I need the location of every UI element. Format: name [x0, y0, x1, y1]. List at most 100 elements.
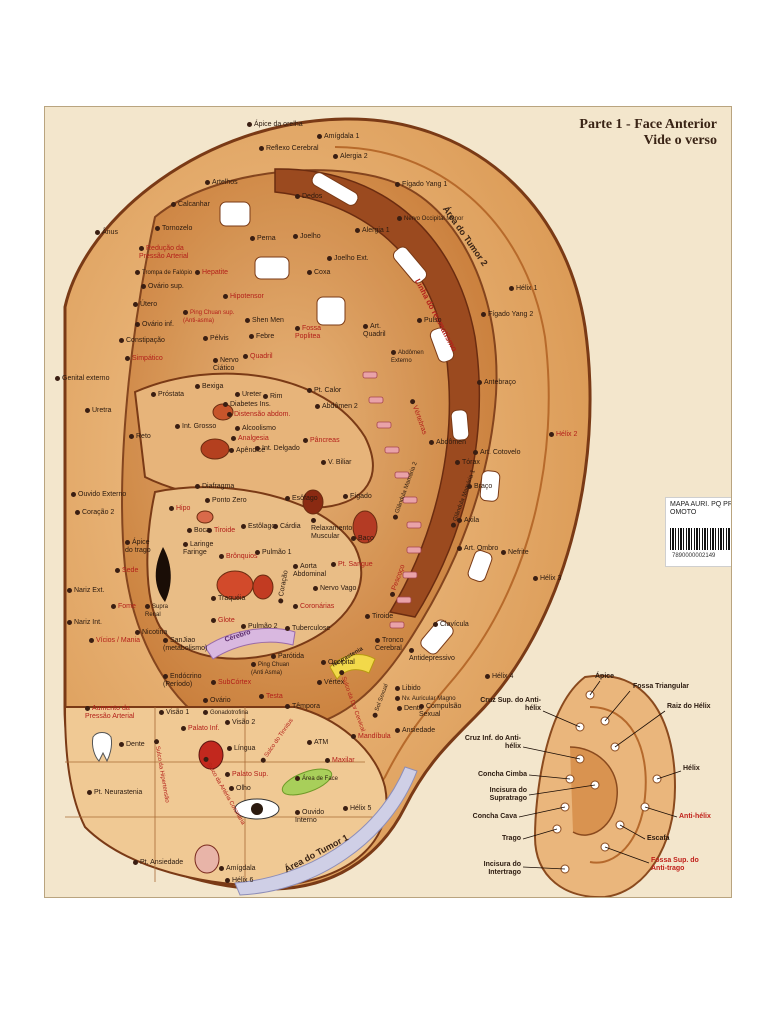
point-label: Tornozelo	[155, 225, 192, 233]
point-label: Hélix 1	[509, 285, 537, 293]
point-label: Sede	[115, 567, 138, 575]
sticker-text: MAPA AURI. PQ PROF EN OMOTO	[670, 501, 732, 516]
point-label: Alergia 2	[333, 153, 368, 161]
acupoint-dot	[263, 393, 268, 399]
acupoint-dot	[129, 433, 134, 439]
point-label: Baço	[351, 535, 374, 543]
acupoint-dot	[229, 447, 234, 453]
point-label: Estôlago	[241, 523, 275, 531]
acupoint-dot	[295, 775, 300, 781]
acupoint-dot	[135, 269, 140, 275]
point-label: Ovário sup.	[141, 283, 184, 291]
acupoint-dot	[295, 325, 300, 331]
acupoint-dot	[205, 497, 210, 503]
acupoint-dot	[135, 629, 140, 635]
acupoint-dot	[307, 387, 312, 393]
point-label: Libido	[395, 685, 421, 693]
acupoint-dot	[223, 401, 228, 407]
anatomy-label: Anti-hélix	[679, 813, 711, 820]
acupoint-dot	[549, 431, 554, 437]
acupoint-dot	[171, 201, 176, 207]
acupoint-dot	[225, 877, 230, 883]
point-label: Ânus	[95, 229, 118, 237]
acupoint-dot	[303, 437, 308, 443]
point-label: Abdômen	[429, 439, 466, 447]
anatomy-label: Incisura do Intertrago	[483, 861, 521, 876]
point-label: Simpático	[125, 355, 163, 363]
acupoint-dot	[125, 539, 130, 545]
acupoint-dot	[481, 311, 486, 317]
point-label: Analgesia	[231, 435, 269, 443]
point-label: Nv. Auricular Magno	[395, 695, 456, 703]
acupoint-dot	[151, 391, 156, 397]
point-label: Fossa Poplitea	[295, 325, 322, 340]
acupoint-dot	[139, 245, 144, 251]
acupoint-dot	[195, 383, 200, 389]
point-label: Pélvis	[203, 335, 229, 343]
acupoint-dot	[155, 225, 160, 231]
point-label: Maxilar	[325, 757, 355, 765]
acupoint-dot	[293, 603, 298, 609]
point-label: Clavícula	[433, 621, 469, 629]
acupoint-dot	[419, 703, 424, 709]
acupoint-dot	[331, 561, 336, 567]
point-label: Abdômen 2	[315, 403, 358, 411]
point-label: Ouvido Interno	[295, 809, 325, 824]
point-label: Ponto Zero	[205, 497, 247, 505]
acupoint-dot	[365, 613, 370, 619]
acupoint-dot	[315, 403, 320, 409]
acupoint-dot	[87, 789, 92, 795]
point-label: Traquéia	[211, 595, 245, 603]
acupoint-dot	[225, 771, 230, 777]
point-label: Antidepressivo	[409, 647, 455, 663]
acupoint-dot	[231, 435, 236, 441]
point-label: Amígdala	[219, 865, 256, 873]
acupoint-dot	[311, 517, 316, 523]
acupoint-dot	[327, 255, 332, 261]
point-label: Relaxamento Muscular	[311, 517, 357, 541]
point-label: SubCórtex	[211, 679, 251, 687]
point-label: Int. Delgado	[255, 445, 300, 453]
acupoint-dot	[285, 495, 290, 501]
point-label: Genital externo	[55, 375, 109, 383]
point-label: Bexiga	[195, 383, 223, 391]
point-label: Pâncreas	[303, 437, 340, 445]
acupoint-dot	[397, 705, 402, 711]
acupoint-dot	[119, 741, 124, 747]
acupoint-dot	[169, 505, 174, 511]
point-label: Ureter	[235, 391, 261, 399]
point-label: Útero	[133, 301, 157, 309]
acupoint-dot	[95, 229, 100, 235]
acupoint-dot	[159, 709, 164, 715]
point-label: Vértex	[317, 679, 344, 687]
anatomy-label: Fossa Triangular	[633, 683, 690, 690]
cerebro-band	[204, 627, 296, 660]
point-label: Pulmão 2	[241, 623, 278, 631]
acupoint-dot	[313, 585, 318, 591]
acupoint-dot	[125, 355, 130, 361]
point-label: Art. Ombro	[457, 545, 498, 553]
acupoint-dot	[119, 337, 124, 343]
point-label: Mandíbula	[351, 733, 391, 741]
point-label: Amígdala 1	[317, 133, 359, 141]
anatomy-label: Hélix	[683, 765, 700, 772]
acupoint-dot	[293, 563, 298, 569]
acupoint-dot	[183, 541, 188, 547]
point-label: Constipação	[119, 337, 165, 345]
point-label: Tronco Cerebral	[375, 637, 404, 652]
vertebrae-chain	[362, 371, 422, 629]
acupoint-dot	[235, 425, 240, 431]
acupoint-dot	[293, 233, 298, 239]
point-label: Glote	[211, 617, 235, 625]
acupoint-dot	[317, 133, 322, 139]
point-label: Int. Grosso	[175, 423, 216, 431]
point-label: Pt. Calor	[307, 387, 341, 395]
acupoint-dot	[375, 637, 380, 643]
point-label: Fígado Yang 1	[395, 181, 447, 189]
point-label: Nefrite	[501, 549, 529, 557]
acupoint-dot	[55, 375, 60, 381]
point-label: Fígado	[343, 493, 372, 501]
acupoint-dot	[285, 703, 290, 709]
acupoint-dot	[243, 353, 248, 359]
acupoint-dot	[457, 545, 462, 551]
